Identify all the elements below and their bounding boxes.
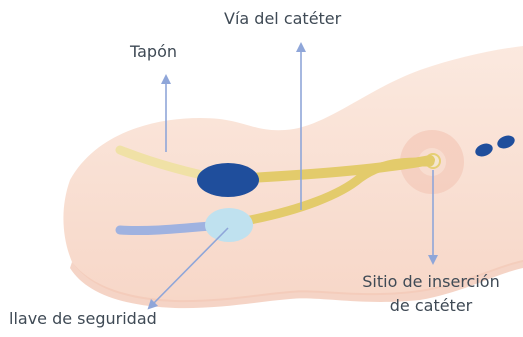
label-llave-seguridad: llave de seguridad (9, 309, 157, 328)
cap (197, 163, 259, 197)
dot-1 (475, 143, 493, 157)
arrow-llave (147, 227, 229, 310)
blue-line (115, 221, 215, 236)
safety-valve (205, 208, 253, 242)
catheter-lower-branch (245, 157, 435, 225)
label-sitio-insercion-1: Sitio de inserción (362, 272, 500, 291)
label-sitio-insercion-2: de catéter (389, 296, 473, 315)
skin-shadow (70, 260, 523, 309)
label-via-cateter: Vía del catéter (224, 9, 342, 28)
label-tapon: Tapón (130, 42, 178, 61)
dot-2 (497, 135, 515, 149)
